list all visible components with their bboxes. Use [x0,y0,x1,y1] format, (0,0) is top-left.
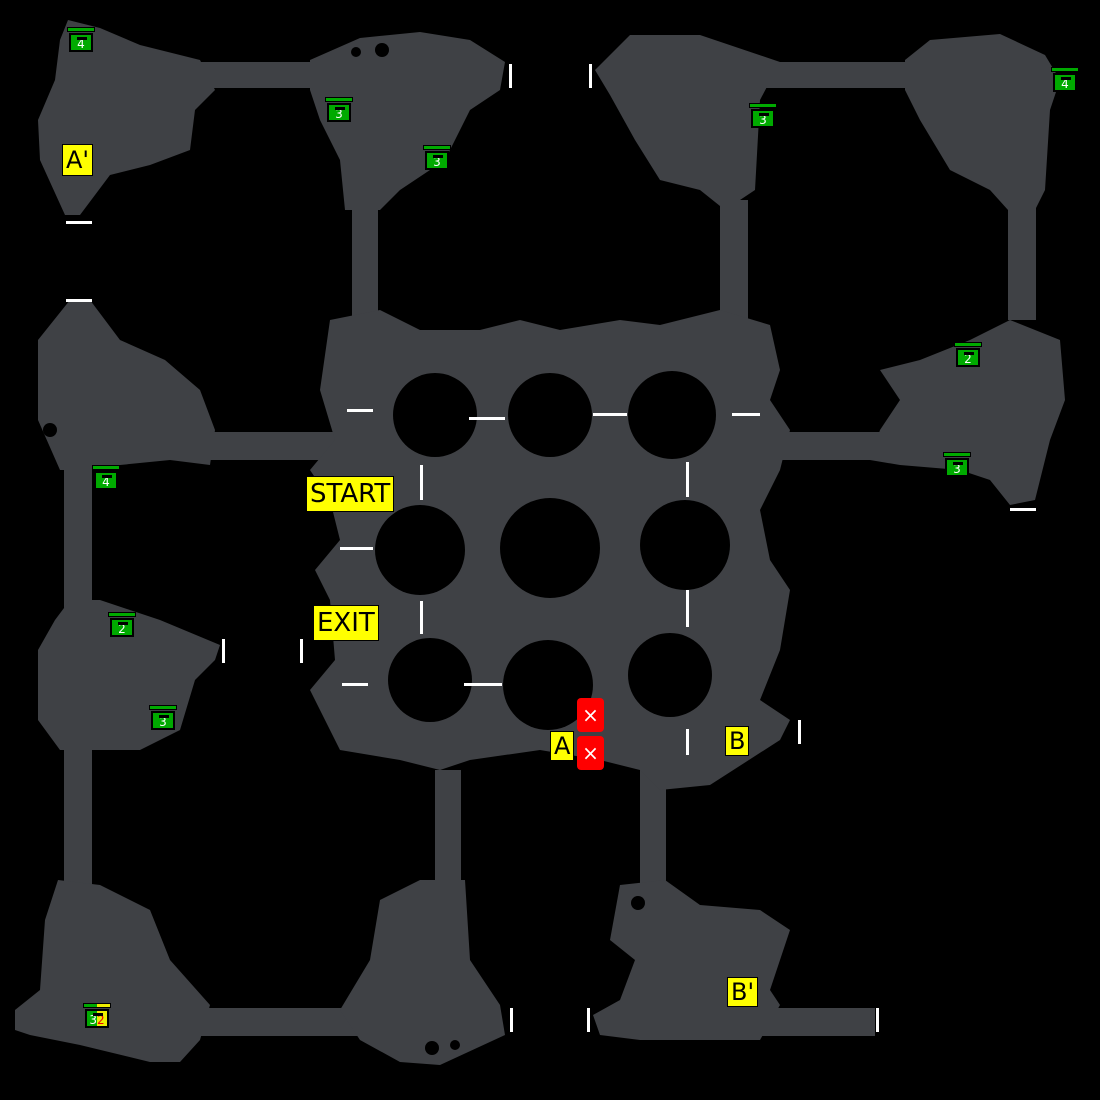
door[interactable] [66,221,92,224]
chest-value: 3 [89,1013,97,1027]
room-top-center-right [595,35,780,210]
label-b: B [725,726,750,756]
treasure-chest[interactable]: 2 [954,342,982,368]
door[interactable] [469,417,505,420]
door[interactable] [66,299,92,302]
corridor [720,200,748,320]
door[interactable] [300,639,303,663]
x-icon[interactable]: × [577,736,604,770]
room-right [870,320,1065,505]
treasure-chest[interactable]: 3 [943,452,971,478]
door[interactable] [342,683,368,686]
corridor [64,745,92,895]
x-icon[interactable]: × [577,698,604,732]
corridor [770,432,890,460]
door[interactable] [347,409,373,412]
door[interactable] [589,64,592,88]
treasure-chest-shared[interactable]: 32 [83,1003,111,1029]
corridor [64,460,92,620]
door[interactable] [798,720,801,744]
room-top-center-left [310,32,505,210]
corridor [200,432,335,460]
room-left-upper [38,300,215,470]
door[interactable] [1010,508,1036,511]
door[interactable] [222,639,225,663]
door[interactable] [587,1008,590,1032]
corridor [200,62,330,88]
treasure-chest[interactable]: 3 [325,97,353,123]
treasure-chest[interactable]: 3 [423,145,451,171]
treasure-chest[interactable]: 3 [749,103,777,129]
treasure-chest[interactable]: 2 [108,612,136,638]
corridor [640,770,666,900]
treasure-chest[interactable]: 4 [92,465,120,491]
door[interactable] [464,683,502,686]
corridor [352,200,378,320]
door[interactable] [593,413,627,416]
treasure-chest[interactable]: 3 [149,705,177,731]
chest-value-secondary: 2 [97,1013,105,1027]
corridor [760,62,920,88]
label-start: START [306,476,395,512]
door[interactable] [510,1008,513,1032]
door[interactable] [420,601,423,634]
corridor [435,770,461,900]
treasure-chest[interactable]: 4 [67,27,95,53]
door[interactable] [686,462,689,497]
corridor [760,1008,875,1036]
door[interactable] [876,1008,879,1032]
label-exit: EXIT [313,605,379,641]
room-top-right [905,34,1060,210]
door[interactable] [420,465,423,500]
label-a-prime: A' [62,144,94,176]
room-bottom-center-left [340,880,505,1065]
door[interactable] [686,729,689,755]
corridor [1008,200,1036,320]
door[interactable] [686,590,689,627]
door[interactable] [340,547,373,550]
pillars [43,43,730,1055]
door[interactable] [732,413,760,416]
room-top-left [38,20,215,215]
treasure-chest[interactable]: 4 [1051,67,1079,93]
room-bottom-left [15,880,210,1062]
door[interactable] [509,64,512,88]
label-a: A [550,731,575,761]
label-b-prime: B' [727,977,759,1007]
